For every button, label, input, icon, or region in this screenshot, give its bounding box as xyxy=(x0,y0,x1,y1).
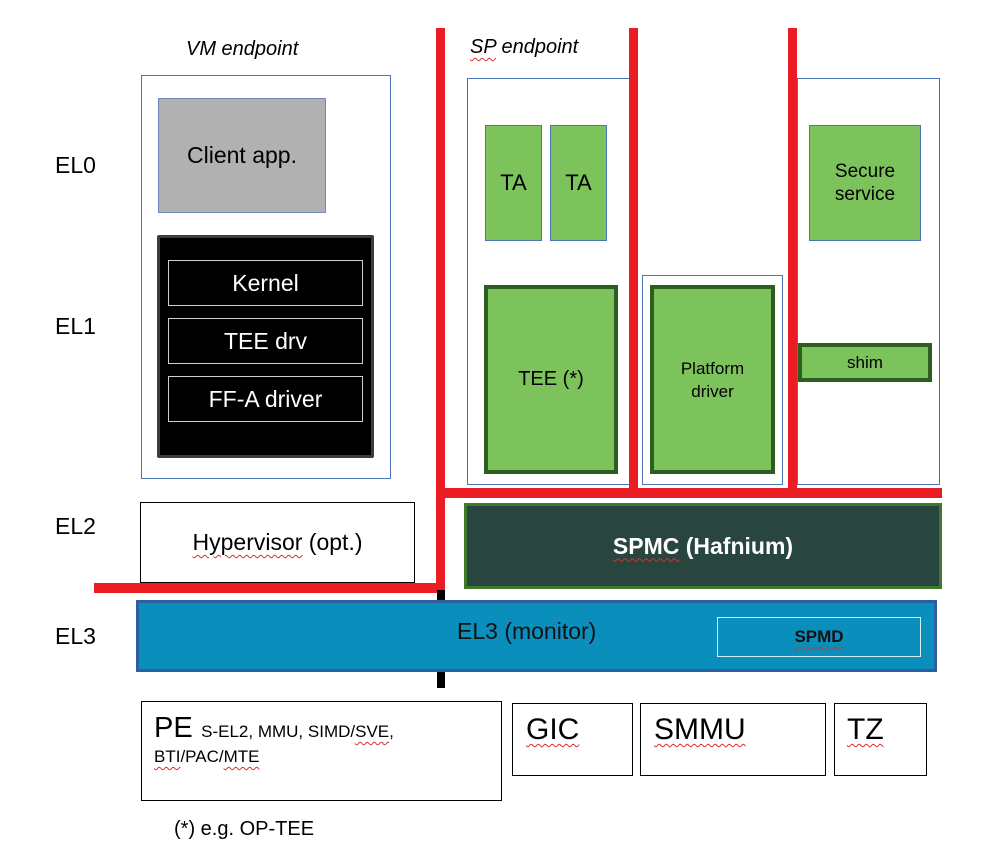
spmc-rest: (Hafnium) xyxy=(679,532,794,559)
ta-box-2: TA xyxy=(550,125,607,241)
gic-box: GIC xyxy=(512,703,633,776)
el3-monitor-box: EL3 (monitor) xyxy=(136,600,937,672)
pe-features-pac: /PAC/ xyxy=(180,747,224,766)
isolation-line-vertical-sp1 xyxy=(629,28,638,498)
smmu-box: SMMU xyxy=(640,703,826,776)
isolation-line-horizontal-el1 xyxy=(436,488,942,498)
isolation-line-vertical-sp2 xyxy=(788,28,797,498)
tz-box: TZ xyxy=(834,703,927,776)
pe-features-line1: S-EL2, MMU, SIMD/SVE, xyxy=(201,722,394,741)
secure-service-line2: service xyxy=(834,184,896,205)
pe-features-comma: , xyxy=(389,722,394,741)
platform-driver-line1: Platform xyxy=(680,358,745,378)
shim-box: shim xyxy=(798,343,932,382)
el3-label: EL3 xyxy=(55,623,96,649)
tee-box: TEE (*) xyxy=(484,285,618,474)
el3-monitor-label: EL3 (monitor) xyxy=(457,618,597,644)
hypervisor-box: Hypervisor (opt.) xyxy=(140,502,415,583)
kernel-box: Kernel xyxy=(168,260,363,306)
pe-features-a: S-EL2, MMU, SIMD/ xyxy=(201,722,356,741)
pe-box: PE S-EL2, MMU, SIMD/SVE, BTI/PAC/MTE xyxy=(141,701,502,801)
platform-driver-line2: driver xyxy=(691,381,734,401)
sp-endpoint-title: SP endpoint xyxy=(470,36,579,58)
isolation-line-horizontal-el2 xyxy=(94,583,445,593)
el1-label: EL1 xyxy=(55,313,96,339)
sp-endpoint-container-service xyxy=(797,78,940,485)
sp-endpoint-abbr: SP xyxy=(470,36,496,58)
spmc-word: SPMC xyxy=(612,532,680,559)
el2-label: EL2 xyxy=(55,513,96,539)
pe-features-sve: SVE xyxy=(355,722,390,741)
isolation-line-vertical-vm-sp xyxy=(436,28,445,590)
hypervisor-opt: (opt.) xyxy=(302,529,363,555)
vm-endpoint-container xyxy=(141,75,391,479)
tz-label: TZ xyxy=(847,713,884,746)
pe-features-mte: MTE xyxy=(223,747,260,766)
tee-drv-box: TEE drv xyxy=(168,318,363,364)
pe-features-bti: BTI xyxy=(154,747,181,766)
ffa-driver-box: FF-A driver xyxy=(168,376,363,422)
spmd-box: SPMD xyxy=(717,617,921,657)
secure-service-line1: Secure xyxy=(834,161,896,182)
ta-box-1: TA xyxy=(485,125,542,241)
gic-label: GIC xyxy=(526,713,580,746)
pe-title: PE xyxy=(154,712,193,744)
pe-features-line2: BTI/PAC/MTE xyxy=(154,747,494,767)
secure-service-box: Secure service xyxy=(809,125,921,241)
spmd-label: SPMD xyxy=(794,627,844,646)
sp-endpoint-container-platform xyxy=(642,275,783,485)
smmu-label: SMMU xyxy=(654,713,746,746)
el0-label: EL0 xyxy=(55,152,96,178)
client-app-box: Client app. xyxy=(158,98,326,213)
pe-text: PE S-EL2, MMU, SIMD/SVE, BTI/PAC/MTE xyxy=(154,712,494,767)
spmc-box: SPMC (Hafnium) xyxy=(464,503,942,589)
hypervisor-word: Hypervisor xyxy=(192,529,303,555)
platform-driver-box: Platform driver xyxy=(650,285,775,474)
footnote: (*) e.g. OP-TEE xyxy=(174,818,315,840)
vm-endpoint-title: VM endpoint xyxy=(186,38,299,60)
